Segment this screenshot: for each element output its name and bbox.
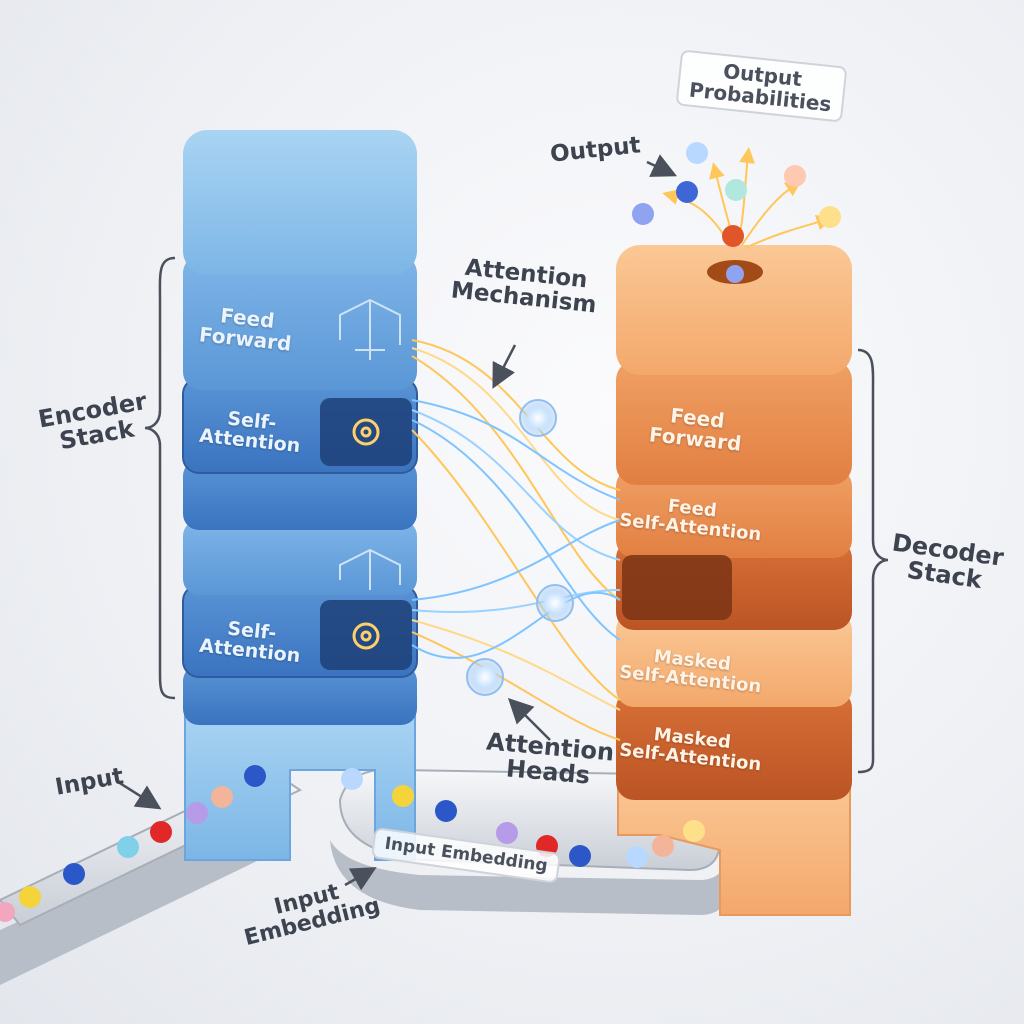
encoder-window-upper [320,398,412,466]
decoder-brace [857,348,889,774]
encoder-block-4 [183,460,417,530]
encoder-block-2 [183,255,417,390]
output-ball [726,265,744,283]
output-ball [784,165,806,187]
output-balls [632,142,841,283]
encoder-base [184,709,416,861]
input-balls [0,765,705,922]
output-ball [632,203,654,225]
decoder-block-1 [616,245,852,375]
encoder-stack [182,130,418,861]
encoder-brace [144,256,176,700]
input-ball [569,845,591,867]
input-ball [19,886,41,908]
output-ball [725,179,747,201]
input-ball [211,786,233,808]
decoder-stack [616,245,852,916]
output-ball [686,142,708,164]
output-ball [722,225,744,247]
attention-head-icon [466,658,504,696]
input-ball [626,846,648,868]
decoder-block-6 [616,690,852,800]
label-arrows [117,154,678,891]
attention-lines [411,339,621,741]
input-ball [392,785,414,807]
input-ball [244,765,266,787]
input-ball [0,902,15,922]
output-ball [819,206,841,228]
output-ball [676,181,698,203]
decoder-block-3 [616,468,852,558]
encoder-block-5 [183,520,417,595]
decoder-block-2 [616,360,852,485]
attention-head-icon [536,584,574,622]
decoder-block-5 [616,612,852,707]
attention-head-orbs [466,399,574,696]
input-ball [683,820,705,842]
input-ball [341,768,363,790]
encoder-window-lower [320,600,412,670]
decoder-feed-forward-text: Feed Forward [648,403,744,455]
decoder-window [622,555,732,620]
attention-head-icon [519,399,557,437]
input-ball [186,802,208,824]
encoder-block-7 [183,665,417,725]
encoder-block-1 [183,130,417,275]
circuit-icon [339,298,401,590]
input-ball [63,863,85,885]
input-ball [117,836,139,858]
gear-icon [352,418,380,650]
input-ball [150,821,172,843]
input-ball [435,800,457,822]
encoder-feed-forward-text: Feed Forward [198,303,294,355]
input-ball [496,822,518,844]
decoder-base [617,774,851,916]
input-ball [652,835,674,857]
